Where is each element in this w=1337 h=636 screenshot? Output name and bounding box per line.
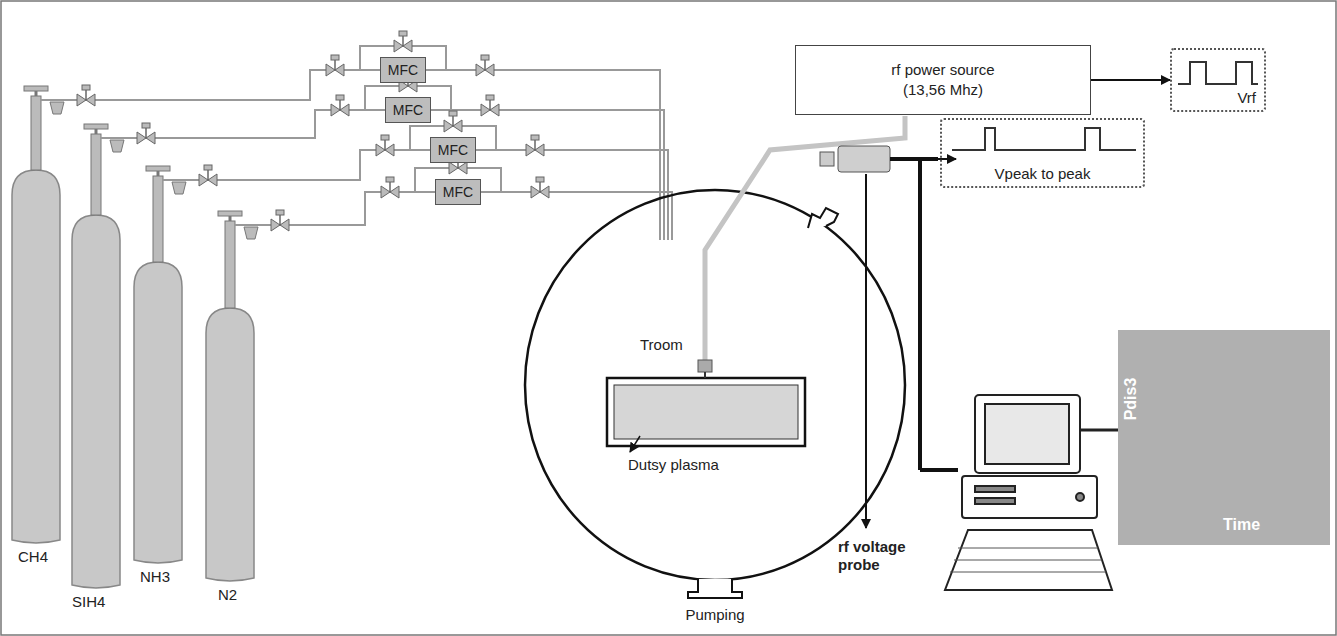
axis-label: Time: [1223, 516, 1260, 534]
node-label: MFC: [388, 62, 418, 78]
pumping-port: [688, 579, 742, 598]
part-label: Dutsy plasma: [628, 456, 719, 473]
waveform-box: Vpeak to peak: [940, 118, 1145, 188]
gas-line: [41, 31, 660, 240]
part-label: rf voltage probe: [838, 538, 920, 574]
gas-name: CH4: [18, 548, 48, 565]
rf-power-source: rf power source (13,56 Mhz): [795, 45, 1091, 115]
mass-flow-controller: MFC: [430, 137, 476, 163]
probe-tap: [820, 152, 834, 166]
rf-voltage-probe: [838, 146, 890, 172]
probe-signal-line: [890, 157, 938, 161]
waveform-box: Vrf: [1170, 48, 1266, 112]
vacuum-chamber: [525, 190, 905, 580]
computer: [945, 395, 1118, 590]
node-label: Vrf: [1237, 89, 1256, 106]
gas-line: [163, 111, 668, 240]
temperature-label: Troom: [640, 336, 683, 353]
mass-flow-controller: MFC: [380, 57, 426, 83]
node-label: rf power source (13,56 Mhz): [868, 60, 1018, 101]
dusty-plasma-region: [614, 385, 798, 439]
gas-cylinder: [12, 86, 64, 543]
probe-pointer: [865, 174, 867, 528]
probe-to-computer: [918, 159, 922, 470]
gas-name: NH3: [140, 568, 170, 585]
plot-panel: Pdis3Time: [1118, 330, 1330, 545]
node-label: Vpeak to peak: [995, 165, 1091, 182]
vpp-waveform: [952, 128, 1136, 150]
gas-lines: [12, 31, 672, 588]
signal-arrow: [1091, 79, 1170, 81]
gas-name: SIH4: [72, 593, 105, 610]
mass-flow-controller: MFC: [435, 179, 481, 205]
chamber-port: [808, 208, 838, 228]
rf-waveform: [1178, 62, 1258, 84]
gas-cylinder: [72, 124, 124, 588]
plasma-pointer: [630, 436, 640, 452]
mass-flow-controller: MFC: [385, 97, 431, 123]
node-label: MFC: [443, 184, 473, 200]
gas-cylinder: [206, 211, 258, 581]
gas-name: N2: [218, 586, 237, 603]
gas-line: [101, 71, 664, 240]
part-label: Pumping: [685, 606, 744, 623]
feedthrough: [698, 360, 712, 372]
probe-arrow: [935, 158, 956, 160]
gas-cylinder: [134, 166, 186, 563]
gas-line: [235, 153, 672, 240]
plasma-electrode: [607, 378, 805, 446]
rf-cable: [705, 116, 905, 362]
axis-label: Pdis3: [1122, 378, 1140, 421]
node-label: MFC: [438, 142, 468, 158]
node-label: MFC: [393, 102, 423, 118]
